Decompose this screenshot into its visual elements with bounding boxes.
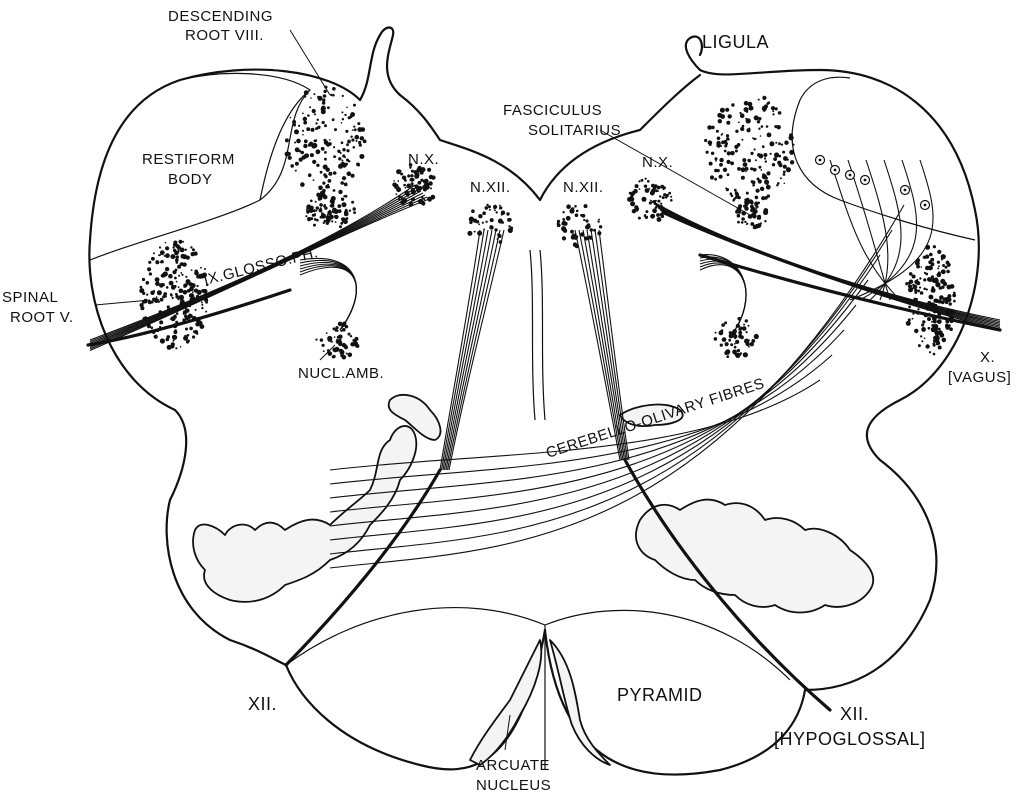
left-accessory-olive — [387, 393, 442, 441]
median-raphe — [529, 249, 546, 421]
ligula-left-knob — [358, 26, 402, 102]
left-nx-stipple — [392, 163, 436, 207]
right-restiform-outline — [791, 76, 976, 241]
leader-spinal-root — [94, 299, 151, 306]
fasciculus-solitarius-cells — [814, 154, 931, 211]
label-spinal-root-1: SPINAL — [2, 289, 58, 306]
vagus-fibres — [89, 184, 1001, 352]
right-inferior-olive — [635, 498, 875, 614]
section-outline — [88, 35, 980, 776]
label-nucl-amb: NUCL.AMB. — [298, 365, 384, 382]
leader-fasciculus — [599, 129, 751, 216]
label-descending-root-2: ROOT VIII. — [185, 27, 264, 44]
left-inferior-olive — [192, 425, 418, 603]
hypoglossal-fibres — [439, 229, 630, 471]
label-vagus-2: [VAGUS] — [948, 369, 1011, 386]
label-pyramid: PYRAMID — [617, 685, 703, 705]
label-arcuate-2: NUCLEUS — [476, 777, 551, 794]
right-accessory-olive — [619, 403, 684, 428]
right-descending-stipple — [704, 95, 795, 202]
label-nxii-left: N.XII. — [470, 179, 511, 196]
right-nucl-amb-stipple — [713, 316, 759, 358]
right-spinal-root-stipple — [905, 244, 957, 356]
nuclei-stipples — [139, 85, 957, 360]
label-restiform-2: BODY — [168, 171, 213, 188]
label-restiform-1: RESTIFORM — [142, 151, 235, 168]
right-nxii-stipple — [556, 204, 603, 249]
label-arcuate-1: ARCUATE — [476, 757, 550, 774]
restiform-inner — [259, 89, 311, 201]
label-hypoglossal-1: XII. — [840, 704, 869, 724]
label-glosso: IX.GLOSSO.PH. — [202, 244, 320, 289]
label-nxii-right: N.XII. — [563, 179, 604, 196]
label-fasciculus-2: SOLITARIUS — [528, 122, 621, 139]
spinal-root-v-stipple — [139, 239, 209, 350]
left-xii-root — [284, 468, 442, 667]
label-xii-left: XII. — [248, 694, 277, 714]
label-descending-root-1: DESCENDING — [168, 8, 273, 25]
leader-descending-root — [289, 29, 331, 96]
label-spinal-root-2: ROOT V. — [10, 309, 74, 326]
cerebello-olivary-fibres — [329, 159, 934, 569]
nucl-amb-stipple — [315, 321, 360, 360]
label-vagus-1: X. — [980, 349, 995, 366]
leader-nucl-amb — [319, 344, 336, 361]
arcuate-nucleus-right — [549, 639, 611, 766]
label-hypoglossal-2: [HYPOGLOSSAL] — [774, 729, 926, 749]
label-fasciculus-1: FASCICULUS — [503, 102, 602, 119]
right-xii-root — [623, 458, 832, 712]
right-vagus-root — [698, 253, 1002, 332]
label-nx-right: N.X. — [642, 154, 673, 171]
label-ligula: LIGULA — [702, 32, 769, 52]
label-nx-left: N.X. — [408, 151, 439, 168]
left-spinal-root — [86, 288, 292, 347]
fasciculus-solitarius-stipple — [735, 199, 769, 230]
leader-arcuate — [504, 714, 511, 751]
descending-root-viii-stipple — [284, 85, 367, 191]
dorsal-notch — [398, 73, 702, 202]
glosso-nucleus-stipple — [305, 188, 356, 229]
